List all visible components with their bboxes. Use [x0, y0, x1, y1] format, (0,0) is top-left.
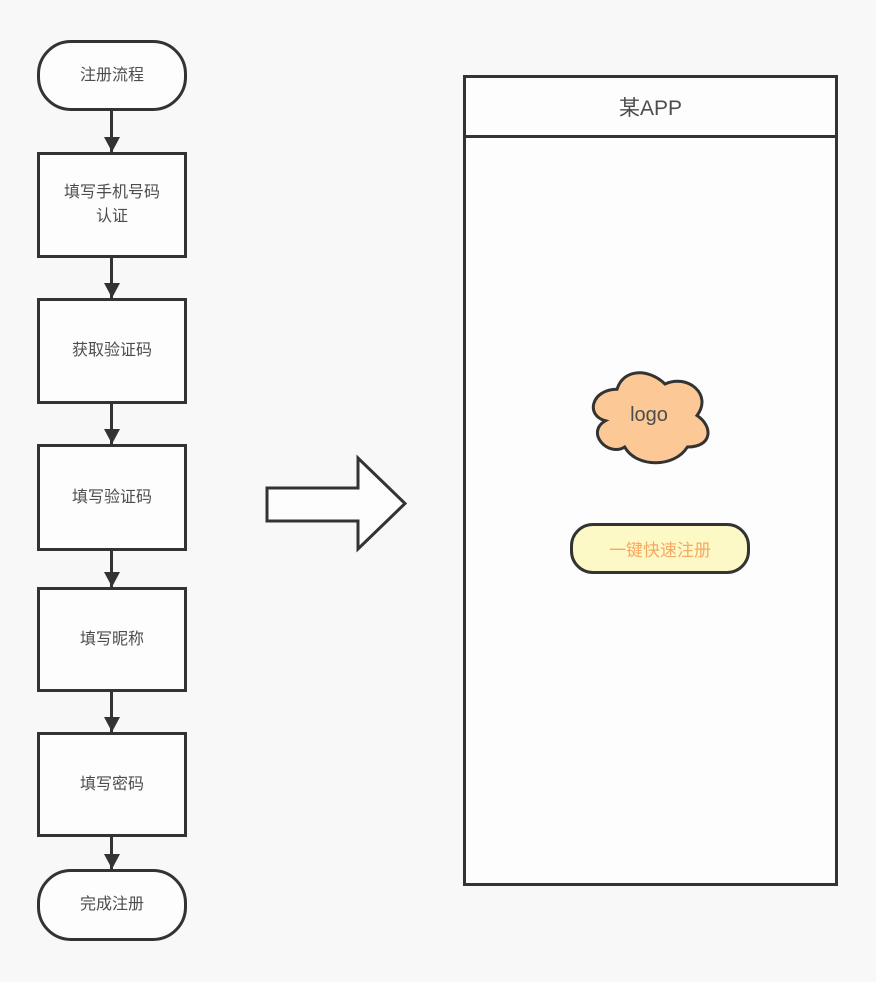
cloud-icon: [591, 371, 710, 465]
flow-arrow-2: [103, 258, 120, 298]
transform-arrow-icon: [265, 454, 408, 553]
app-title: 某APP: [618, 96, 683, 120]
app-header: 某APP: [466, 78, 835, 138]
flow-node-end: 完成注册: [37, 869, 187, 941]
flow-node-label: 填写昵称: [79, 630, 144, 648]
flow-node-label: 完成注册: [79, 896, 144, 913]
flow-node-label: 填写手机号码 认证: [63, 184, 160, 225]
flow-arrow-6: [103, 837, 120, 869]
flow-node-fill-password: 填写密码: [37, 732, 187, 837]
flow-arrow-1: [103, 111, 120, 152]
logo-label: logo: [630, 404, 668, 426]
flow-node-label: 填写验证码: [71, 488, 152, 506]
flow-node-fill-nickname: 填写昵称: [37, 587, 187, 692]
quick-register-button[interactable]: 一键快速注册: [570, 523, 750, 574]
quick-register-button-label: 一键快速注册: [609, 541, 711, 560]
flow-node-get-code: 获取验证码: [37, 298, 187, 404]
app-mockup-frame: 某APP logo 一键快速注册: [463, 75, 838, 886]
flow-node-label: 获取验证码: [71, 342, 152, 359]
flow-node-label: 填写密码: [79, 775, 144, 793]
flow-arrow-3: [103, 404, 120, 444]
app-body: logo 一键快速注册: [466, 138, 835, 883]
flow-node-fill-code: 填写验证码: [37, 444, 187, 551]
flow-arrow-4: [103, 551, 120, 587]
flow-node-start: 注册流程: [37, 40, 187, 111]
flow-node-fill-phone: 填写手机号码 认证: [37, 152, 187, 258]
flow-node-label: 注册流程: [79, 66, 144, 84]
flow-arrow-5: [103, 692, 120, 732]
logo-cloud: logo: [585, 363, 713, 468]
